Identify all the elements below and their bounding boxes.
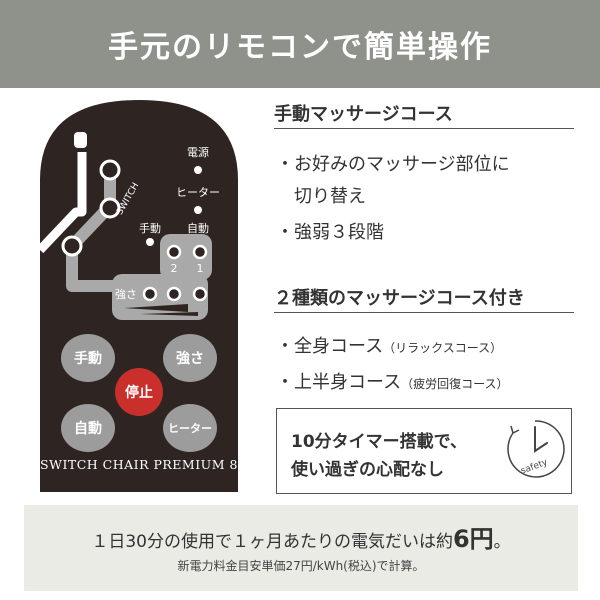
course-item-sub: （リラックスコース） [383,341,503,355]
strength-led-1 [142,286,158,302]
course-item-sub: （疲労回復コース） [401,377,509,391]
two-courses-title: ２種類のマッサージコース付き [274,288,525,309]
manual-button-label: 手動 [74,350,102,367]
timer-feature-box: 10分タイマー搭載で、 使い過ぎの心配なし safety [276,408,572,494]
timer-line-2: 使い過ぎの心配なし [291,460,444,480]
cost-text-post: 。 [493,532,511,552]
strength-button[interactable]: 強さ [163,334,217,382]
manual-button[interactable]: 手動 [61,334,115,382]
electricity-cost-text: １日30分の使用で１ヶ月あたりの電気だいは約6円。 [24,519,578,554]
level-1-label: 1 [197,262,204,275]
remote-control: 電源 ヒーター 手動 自動 2 1 強さ SWITCH 手動 強さ 停止 自動 … [36,100,238,492]
manual-course-item: ・強弱３段階 [276,222,384,243]
safety-clock-icon: safety [507,420,565,478]
cost-footnote: 新電力料金目安単価27円/kWh(税込)で計算。 [177,559,425,573]
manual-course-divider [274,128,574,129]
level-2-label: 2 [171,262,178,275]
power-led [194,166,202,174]
heater-button-label: ヒーター [168,422,212,435]
strength-led-2 [166,286,182,302]
track-node [99,159,121,181]
power-label: 電源 [187,145,209,159]
cost-text-pre: １日30分の使用で１ヶ月あたりの電気だいは約 [91,532,453,552]
strength-button-label: 強さ [176,350,204,367]
track-node [61,235,83,257]
strength-label: 強さ [115,288,137,301]
heater-button[interactable]: ヒーター [163,404,217,452]
strength-led-3 [192,286,208,302]
wedge-1 [124,304,188,312]
auto-label: 自動 [187,221,209,235]
cost-amount: 6円 [452,525,494,553]
course-item-main: ・上半身コース [276,372,402,393]
safety-label: safety [520,457,550,476]
page-title: 手元のリモコンで簡単操作 [108,30,492,65]
stop-button-label: 停止 [125,384,153,401]
timer-line-1: 10分タイマー搭載で、 [291,432,467,452]
two-courses-divider [274,312,574,313]
stop-button[interactable]: 停止 [115,368,163,416]
auto-led-1 [192,244,208,260]
selector-line [36,152,87,254]
manual-course-title: 手動マッサージコース [274,104,453,125]
course-item-main: ・全身コース [276,336,384,357]
course-item-full-body: ・全身コース（リラックスコース） [276,332,502,358]
course-item-upper-body: ・上半身コース（疲労回復コース） [276,368,509,394]
brand-label: SWITCH CHAIR PREMIUM 8 [40,457,238,472]
heater-label: ヒーター [176,186,220,199]
wedge-2 [140,312,198,316]
footer-info-panel: １日30分の使用で１ヶ月あたりの電気だいは約6円。 新電力料金目安単価27円/k… [24,505,578,591]
manual-course-item: 切り替え [294,186,366,207]
auto-button-label: 自動 [74,420,102,437]
manual-led [146,238,154,246]
manual-label: 手動 [139,221,161,235]
header-banner: 手元のリモコンで簡単操作 [0,0,600,88]
auto-led-2 [166,244,182,260]
auto-button[interactable]: 自動 [61,404,115,452]
track-node [99,197,121,219]
manual-course-item: ・お好みのマッサージ部位に [276,154,510,175]
selector-tip [74,132,87,148]
heater-led [194,206,202,214]
